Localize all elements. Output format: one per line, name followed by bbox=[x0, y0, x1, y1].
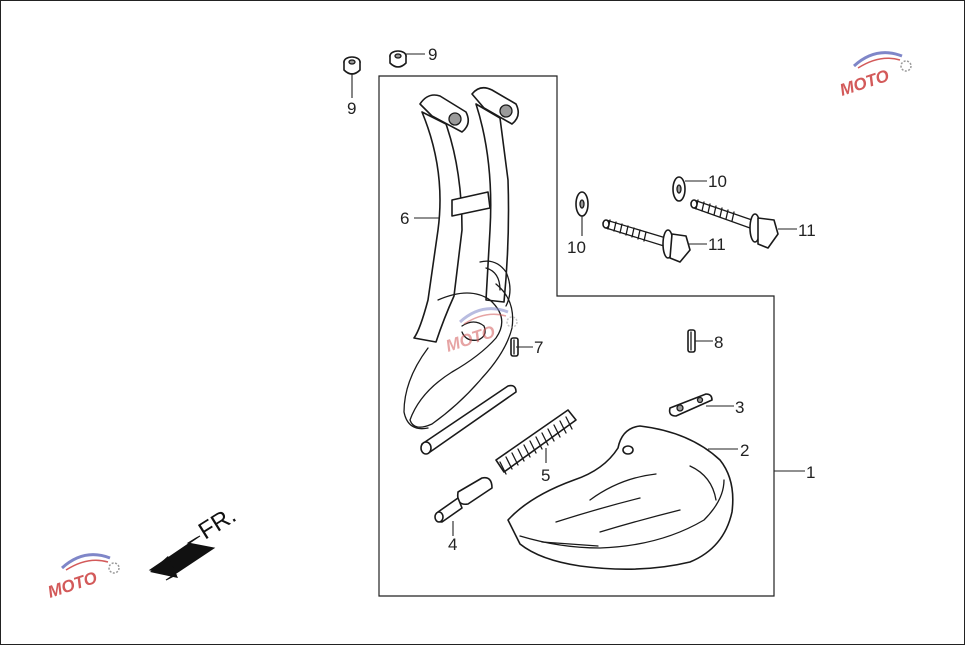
callout-4: 4 bbox=[448, 535, 457, 554]
callout-5: 5 bbox=[541, 466, 550, 485]
callout-7: 7 bbox=[534, 338, 543, 357]
bolt-11-right bbox=[690, 199, 779, 249]
callout-8: 8 bbox=[714, 333, 723, 352]
pin-7 bbox=[510, 337, 519, 357]
nut-9-left bbox=[343, 56, 361, 75]
callout-10-left: 10 bbox=[567, 238, 586, 257]
callout-1: 1 bbox=[806, 463, 815, 482]
washer-10-right bbox=[672, 176, 686, 202]
spring-5 bbox=[495, 409, 577, 475]
callout-11-right: 11 bbox=[798, 221, 816, 240]
watermark-text: MOTO bbox=[45, 568, 99, 602]
leader-lines bbox=[351, 53, 805, 536]
pin-4 bbox=[434, 476, 493, 523]
watermark-logo-center: MOTO bbox=[443, 307, 518, 356]
callout-3: 3 bbox=[735, 398, 744, 417]
callout-10-right: 10 bbox=[708, 172, 727, 191]
bolt-11-left bbox=[602, 219, 691, 263]
stand-frame-6 bbox=[403, 86, 520, 455]
callout-9-right: 9 bbox=[428, 45, 437, 64]
watermark-text: MOTO bbox=[837, 66, 891, 100]
front-direction-label: FR. bbox=[194, 502, 241, 545]
nut-9-right bbox=[389, 50, 407, 68]
callout-9-left: 9 bbox=[347, 99, 356, 118]
stopper-3 bbox=[668, 393, 713, 417]
watermark-text: MOTO bbox=[443, 322, 497, 356]
callout-2: 2 bbox=[740, 441, 749, 460]
assembly-boundary bbox=[378, 75, 775, 597]
watermark-logo-bottom-left: MOTO bbox=[45, 553, 120, 602]
watermark-logo-top-right: MOTO bbox=[837, 51, 912, 100]
pin-8 bbox=[687, 329, 696, 353]
callout-6: 6 bbox=[400, 209, 409, 228]
foot-plate-2 bbox=[507, 425, 734, 570]
front-direction-arrow-icon bbox=[148, 535, 216, 581]
washer-10-left bbox=[575, 191, 589, 217]
callout-11-left: 11 bbox=[708, 235, 726, 254]
